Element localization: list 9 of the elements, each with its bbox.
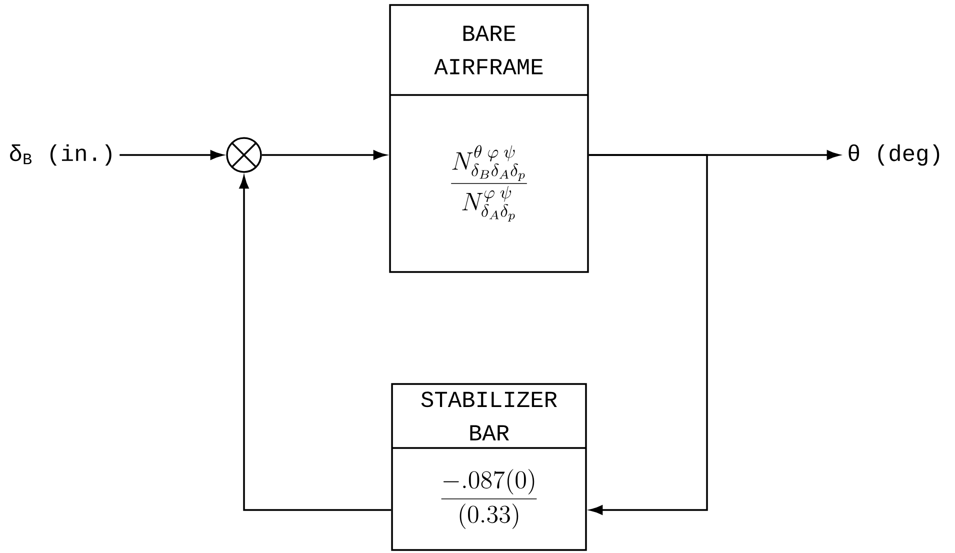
arrow <box>588 154 708 515</box>
arrow <box>262 150 386 160</box>
arrow <box>239 176 392 511</box>
summing-junction <box>226 137 262 173</box>
signal-label: δ$_{B}$ (in.) <box>10 144 112 166</box>
signal-label: θ (deg) <box>848 144 940 166</box>
transfer-function-box: STABILIZER BAR $\frac{-.087(0)}{(0.33)}$ <box>391 383 587 551</box>
arrow <box>120 150 223 160</box>
transfer-function-box: BARE AIRFRAME $\frac{N^{\theta\;\varphi\;\psi}_{\delta_B\delta_A\delta_p}}{N^{\varphi\;\psi}_{\delta_A\delta_p}}$ <box>389 4 589 273</box>
